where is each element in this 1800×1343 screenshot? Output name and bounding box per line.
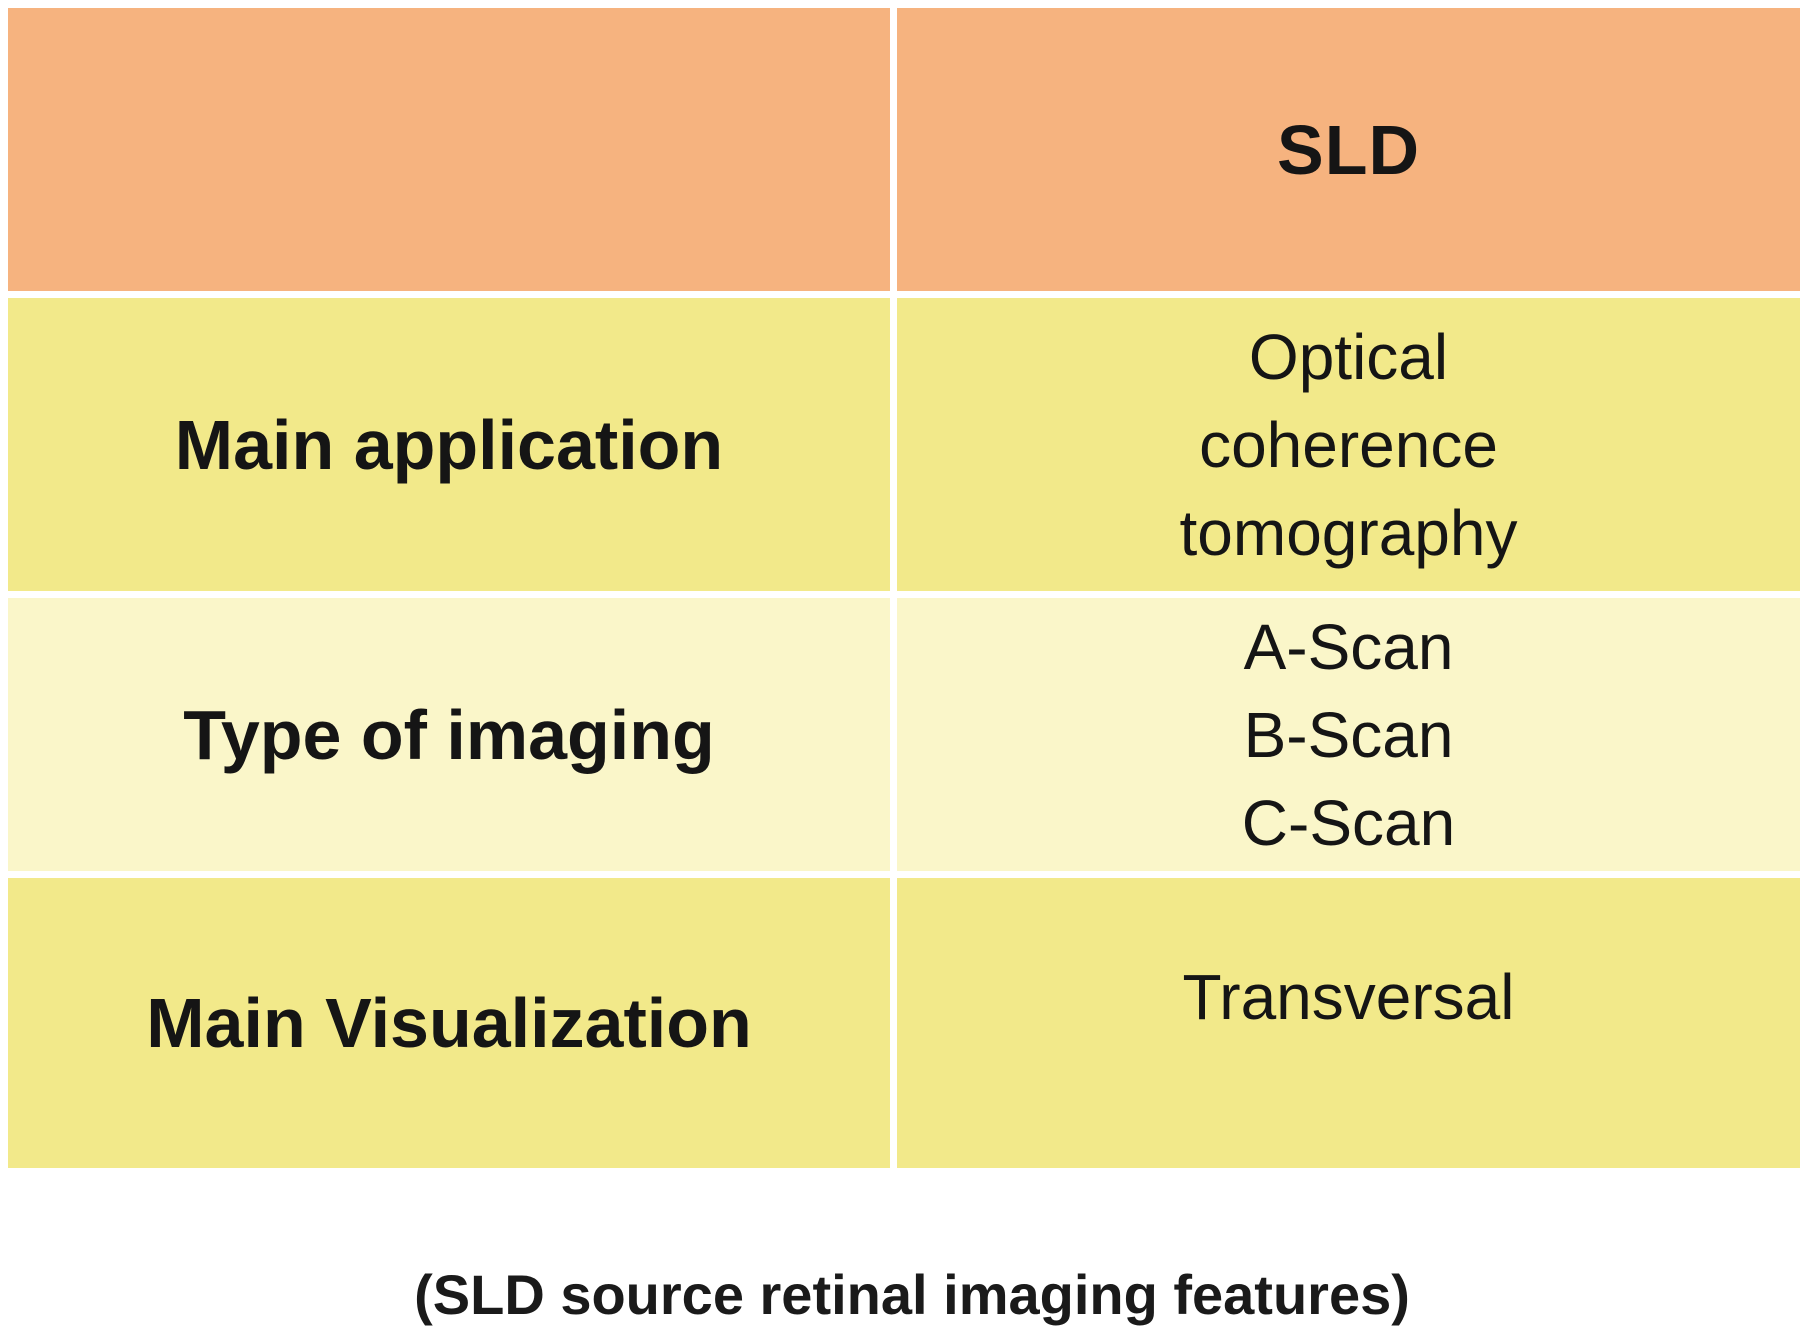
row-value-text: Transversal <box>1182 961 1515 1033</box>
row-value-text: A-Scan B-Scan C-Scan <box>1241 610 1456 859</box>
row-label-type-of-imaging: Type of imaging <box>8 598 890 871</box>
row-label-main-visualization: Main Visualization <box>8 878 890 1168</box>
sld-features-table: SLD Main application Optical coherence t… <box>8 8 1800 1168</box>
sld-column-title: SLD <box>1277 110 1420 189</box>
row-label-text: Type of imaging <box>183 695 715 774</box>
row-label-text: Main Visualization <box>146 984 752 1062</box>
row-value-type-of-imaging: A-Scan B-Scan C-Scan <box>897 598 1800 871</box>
row-label-text: Main application <box>174 405 724 484</box>
row-label-main-application: Main application <box>8 298 890 591</box>
header-cell-sld: SLD <box>897 8 1800 291</box>
row-value-main-visualization: Transversal <box>897 878 1800 1168</box>
header-corner-cell <box>8 8 890 291</box>
row-value-main-application: Optical coherence tomography <box>897 298 1800 591</box>
row-value-text: Optical coherence tomography <box>1179 320 1518 569</box>
figure-caption: (SLD source retinal imaging features) <box>414 1263 1410 1326</box>
